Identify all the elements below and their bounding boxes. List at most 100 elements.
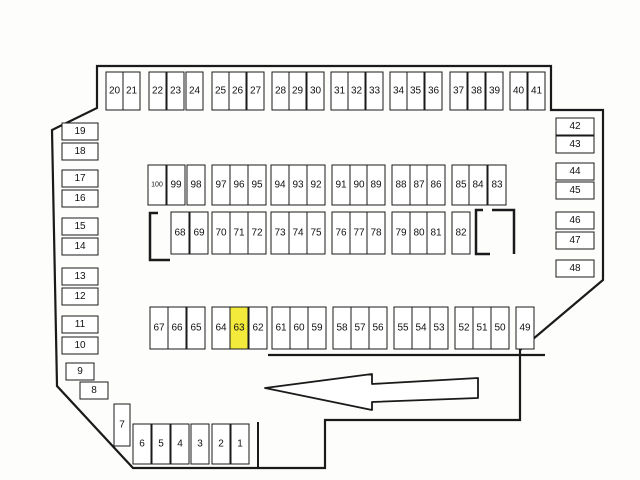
parking-space-81[interactable]: 81 [426,211,446,255]
parking-space-51[interactable]: 51 [472,306,492,350]
parking-space-83[interactable]: 83 [487,164,507,206]
parking-space-79[interactable]: 79 [391,211,411,255]
parking-space-74[interactable]: 74 [288,211,308,255]
parking-space-12[interactable]: 12 [61,287,99,306]
parking-space-61[interactable]: 61 [271,306,291,350]
parking-space-89[interactable]: 89 [366,164,386,206]
parking-space-62[interactable]: 62 [248,306,268,350]
parking-space-3[interactable]: 3 [190,423,210,465]
parking-space-35[interactable]: 35 [406,71,425,111]
parking-space-43[interactable]: 43 [555,135,595,154]
parking-space-23[interactable]: 23 [166,71,185,111]
parking-space-84[interactable]: 84 [468,164,488,206]
parking-space-56[interactable]: 56 [368,306,388,350]
parking-space-54[interactable]: 54 [411,306,431,350]
parking-space-100[interactable]: 100 [147,164,167,206]
parking-space-73[interactable]: 73 [270,211,290,255]
parking-space-88[interactable]: 88 [391,164,411,206]
parking-space-14[interactable]: 14 [61,237,99,256]
parking-space-98[interactable]: 98 [186,164,206,206]
parking-space-2[interactable]: 2 [211,423,231,465]
parking-space-5[interactable]: 5 [151,423,171,465]
parking-space-69[interactable]: 69 [189,211,209,255]
parking-space-28[interactable]: 28 [271,71,290,111]
parking-space-53[interactable]: 53 [429,306,449,350]
parking-space-32[interactable]: 32 [347,71,366,111]
parking-space-46[interactable]: 46 [555,211,595,230]
parking-space-55[interactable]: 55 [393,306,413,350]
parking-space-6[interactable]: 6 [132,423,152,465]
parking-space-50[interactable]: 50 [490,306,510,350]
parking-space-57[interactable]: 57 [350,306,370,350]
parking-space-70[interactable]: 70 [211,211,231,255]
parking-space-27[interactable]: 27 [246,71,265,111]
parking-space-58[interactable]: 58 [332,306,352,350]
parking-space-7[interactable]: 7 [113,403,131,447]
parking-space-97[interactable]: 97 [211,164,231,206]
parking-space-78[interactable]: 78 [366,211,386,255]
parking-space-77[interactable]: 77 [349,211,369,255]
parking-space-16[interactable]: 16 [61,189,99,208]
parking-space-40[interactable]: 40 [509,71,528,111]
parking-space-75[interactable]: 75 [306,211,326,255]
parking-space-26[interactable]: 26 [228,71,247,111]
parking-space-39[interactable]: 39 [485,71,504,111]
parking-space-63[interactable]: 63 [229,306,249,350]
parking-space-85[interactable]: 85 [451,164,471,206]
parking-space-24[interactable]: 24 [185,71,204,111]
parking-space-93[interactable]: 93 [288,164,308,206]
parking-space-30[interactable]: 30 [306,71,325,111]
parking-space-25[interactable]: 25 [211,71,230,111]
parking-space-47[interactable]: 47 [555,231,595,250]
parking-space-21[interactable]: 21 [122,71,141,111]
parking-space-29[interactable]: 29 [288,71,307,111]
parking-space-86[interactable]: 86 [426,164,446,206]
parking-space-20[interactable]: 20 [105,71,124,111]
parking-space-96[interactable]: 96 [229,164,249,206]
parking-space-71[interactable]: 71 [229,211,249,255]
parking-space-82[interactable]: 82 [451,211,471,255]
parking-space-22[interactable]: 22 [148,71,167,111]
parking-space-10[interactable]: 10 [61,336,99,355]
parking-space-42[interactable]: 42 [555,117,595,136]
parking-space-48[interactable]: 48 [555,259,595,278]
parking-space-67[interactable]: 67 [149,306,169,350]
parking-space-41[interactable]: 41 [527,71,546,111]
parking-space-44[interactable]: 44 [555,162,595,181]
parking-space-11[interactable]: 11 [61,315,99,334]
parking-space-17[interactable]: 17 [61,169,99,188]
parking-space-65[interactable]: 65 [186,306,206,350]
parking-space-91[interactable]: 91 [331,164,351,206]
parking-space-37[interactable]: 37 [449,71,468,111]
parking-space-38[interactable]: 38 [467,71,486,111]
parking-space-60[interactable]: 60 [289,306,309,350]
parking-space-8[interactable]: 8 [79,381,109,400]
parking-space-64[interactable]: 64 [211,306,231,350]
parking-space-18[interactable]: 18 [61,142,99,161]
parking-space-52[interactable]: 52 [454,306,474,350]
parking-space-13[interactable]: 13 [61,267,99,286]
parking-space-1[interactable]: 1 [230,423,250,465]
parking-space-9[interactable]: 9 [65,362,95,381]
parking-space-19[interactable]: 19 [61,122,99,141]
parking-space-76[interactable]: 76 [331,211,351,255]
parking-space-45[interactable]: 45 [555,181,595,200]
parking-space-4[interactable]: 4 [170,423,190,465]
parking-space-33[interactable]: 33 [365,71,384,111]
parking-space-34[interactable]: 34 [389,71,408,111]
parking-space-36[interactable]: 36 [424,71,443,111]
parking-space-99[interactable]: 99 [166,164,186,206]
parking-space-66[interactable]: 66 [167,306,187,350]
parking-space-90[interactable]: 90 [349,164,369,206]
parking-space-31[interactable]: 31 [330,71,349,111]
parking-space-59[interactable]: 59 [307,306,327,350]
parking-space-15[interactable]: 15 [61,217,99,236]
parking-space-94[interactable]: 94 [270,164,290,206]
parking-space-72[interactable]: 72 [247,211,267,255]
parking-space-87[interactable]: 87 [409,164,429,206]
parking-space-80[interactable]: 80 [409,211,429,255]
parking-space-68[interactable]: 68 [170,211,190,255]
parking-space-95[interactable]: 95 [247,164,267,206]
parking-space-92[interactable]: 92 [306,164,326,206]
parking-space-49[interactable]: 49 [515,306,535,350]
